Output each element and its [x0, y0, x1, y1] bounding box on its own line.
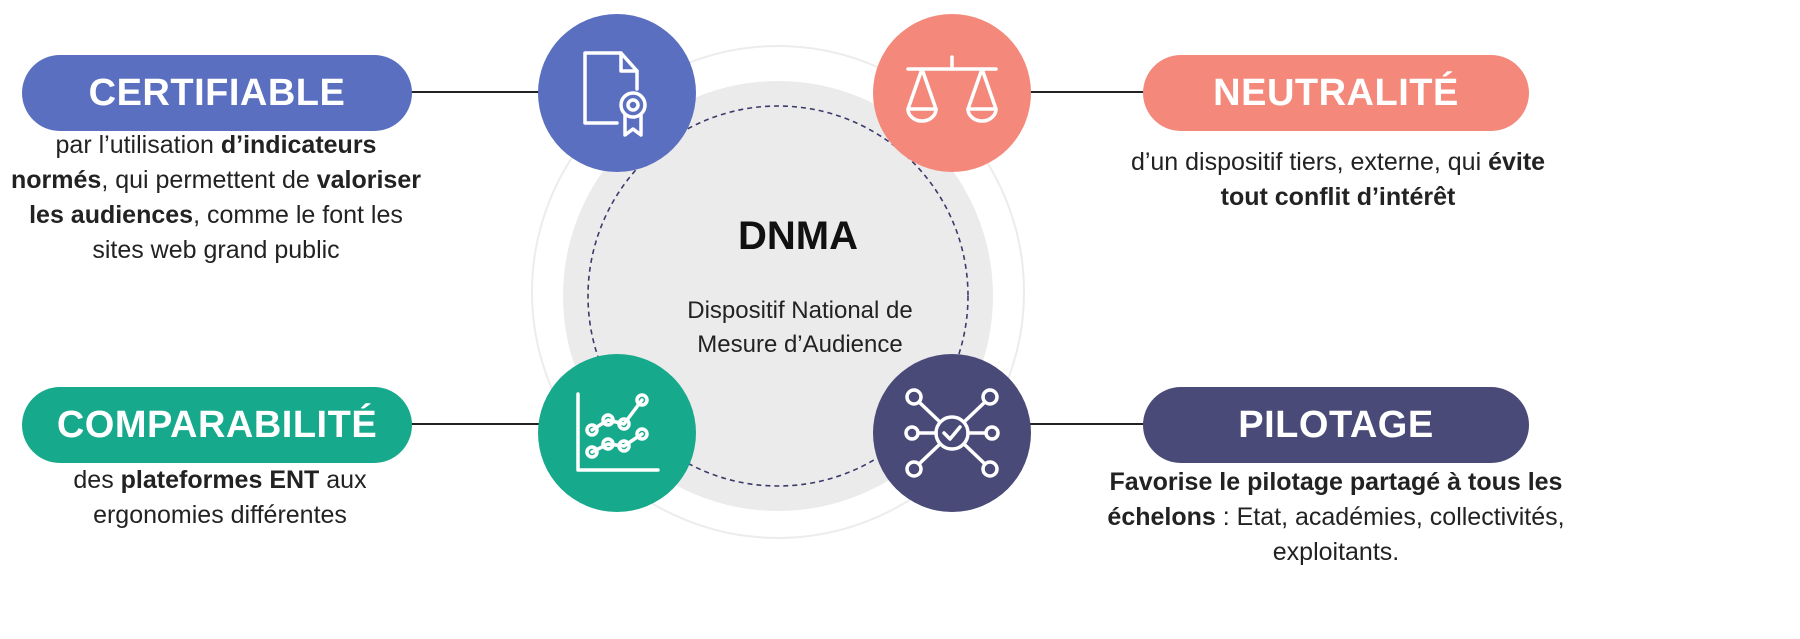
outer-ring: [531, 45, 1025, 539]
desc-pilotage: Favorise le pilotage partagé à tous les …: [1106, 465, 1566, 570]
desc-segment: , qui permettent de: [101, 166, 317, 194]
pill-neutralite: NEUTRALITÉ: [1143, 55, 1529, 131]
center-title: DNMA: [738, 214, 858, 258]
desc-segment: : Etat, académies, collectivités, exploi…: [1215, 503, 1565, 566]
desc-segment: par l’utilisation: [55, 131, 221, 159]
desc-neutralite: d’un dispositif tiers, externe, qui évit…: [1128, 145, 1548, 215]
desc-comparabilite: des plateformes ENT aux ergonomies diffé…: [40, 463, 400, 533]
desc-segment: aux ergonomies différentes: [93, 466, 367, 529]
pill-certifiable: CERTIFIABLE: [22, 55, 412, 131]
line-chart-icon: [576, 392, 660, 472]
node-pilotage: [873, 354, 1031, 512]
pill-comparabilite: COMPARABILITÉ: [22, 387, 412, 463]
pill-pilotage: PILOTAGE: [1143, 387, 1529, 463]
node-certifiable: [538, 14, 696, 172]
desc-segment: des: [73, 466, 121, 494]
desc-segment: d’un dispositif tiers, externe, qui: [1130, 148, 1489, 176]
desc-segment: évite tout conflit d’intérêt: [1220, 148, 1546, 211]
desc-segment: d’indicateurs normés: [11, 131, 377, 194]
center-subtitle: Dispositif National de Mesure d’Audience: [687, 297, 913, 358]
balance-scale-icon: [906, 55, 998, 123]
network-check-icon: [904, 388, 1000, 478]
node-comparabilite: [538, 354, 696, 512]
desc-segment: , comme le font les sites web grand publ…: [92, 201, 403, 264]
desc-segment: plateformes ENT: [120, 466, 320, 494]
desc-segment: valoriser les audiences: [29, 166, 421, 229]
certificate-document-icon: [583, 51, 647, 137]
node-neutralite: [873, 14, 1031, 172]
dashed-ring: [587, 105, 969, 487]
desc-certifiable: par l’utilisation d’indicateurs normés, …: [6, 128, 426, 268]
desc-segment: Favorise le pilotage partagé à tous les …: [1107, 468, 1563, 531]
